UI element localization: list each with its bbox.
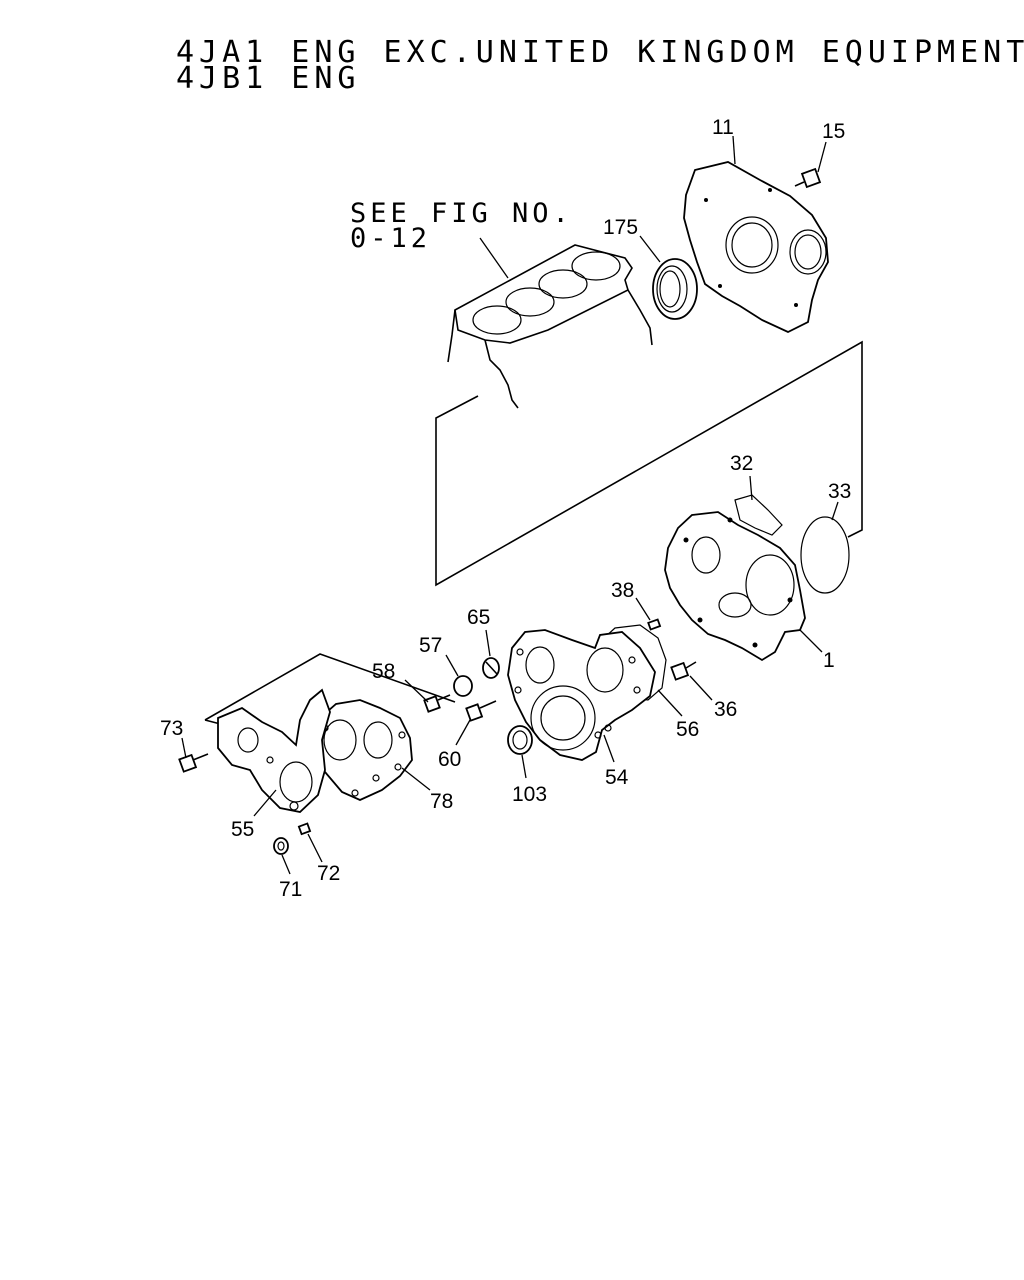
seal-part-103 <box>507 725 533 755</box>
front-housing-part-55 <box>217 688 331 813</box>
callout-54: 54 <box>605 766 629 789</box>
dowel-pin-part-38 <box>647 618 662 631</box>
callout-103: 103 <box>512 783 547 806</box>
rear-plate-part-11 <box>683 161 829 333</box>
cap-part-65 <box>482 657 500 679</box>
callout-71: 71 <box>279 878 302 901</box>
callout-36: 36 <box>714 698 737 721</box>
gear-cover-part-54 <box>507 629 656 761</box>
callout-73: 73 <box>160 717 183 740</box>
header-line-1: 4JA1 ENG EXC.UNITED KINGDOM EQUIPMENT <box>176 35 1024 70</box>
see-fig-note-line-1: SEE FIG NO. <box>350 198 573 229</box>
pin-part-72 <box>297 822 312 836</box>
callout-33: 33 <box>828 480 851 503</box>
callout-60: 60 <box>438 748 461 771</box>
callout-38: 38 <box>611 579 634 602</box>
bolt-part-36 <box>670 661 697 681</box>
see-fig-note-line-2: 0-12 <box>350 223 431 254</box>
callout-leader-lines <box>181 135 839 875</box>
oil-seal-part-175 <box>652 258 698 320</box>
callout-72: 72 <box>317 862 340 885</box>
bolt-part-15 <box>794 167 822 189</box>
o-ring-part-33 <box>800 516 850 594</box>
cover-part-78 <box>314 699 413 801</box>
plug-part-57 <box>453 675 473 697</box>
callout-1: 1 <box>823 649 835 672</box>
note-leader <box>479 237 509 279</box>
timing-gear-case-part-1 <box>664 494 806 662</box>
callout-78: 78 <box>430 790 453 813</box>
bolt-part-73 <box>178 753 209 773</box>
cylinder-block <box>447 244 653 409</box>
callout-15: 15 <box>822 120 845 143</box>
bolt-part-60 <box>465 700 497 722</box>
callout-56: 56 <box>676 718 699 741</box>
callout-32: 32 <box>730 452 753 475</box>
callout-65: 65 <box>467 606 490 629</box>
header-line-2: 4JB1 ENG <box>176 61 361 96</box>
callout-175: 175 <box>603 216 638 239</box>
callout-57: 57 <box>419 634 442 657</box>
callout-11: 11 <box>712 116 734 139</box>
callout-58: 58 <box>372 660 395 683</box>
bolt-part-58 <box>423 694 451 713</box>
callout-55: 55 <box>231 818 254 841</box>
nut-part-71 <box>273 837 289 855</box>
